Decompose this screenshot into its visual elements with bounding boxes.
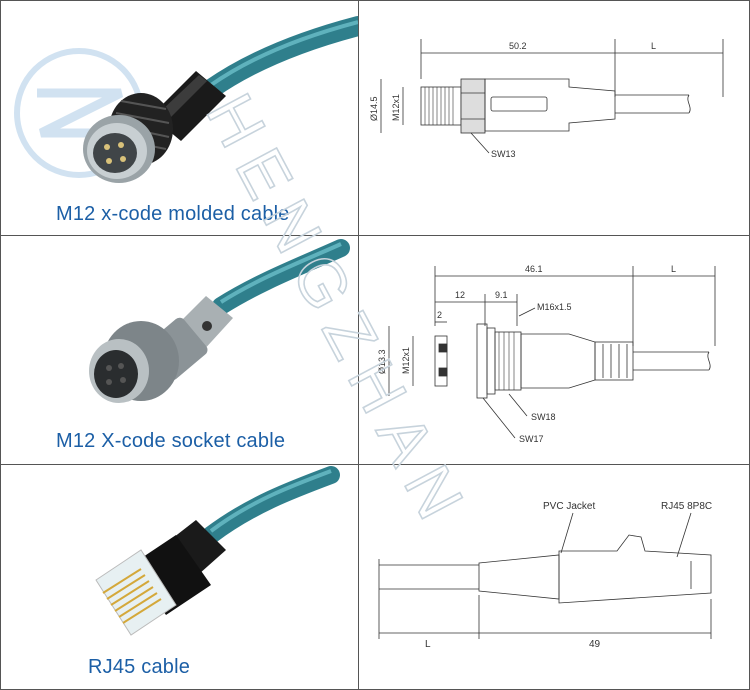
dim-b-label: 9.1 xyxy=(495,290,508,300)
m12-socket-photo xyxy=(89,239,350,403)
dim-a-label: 12 xyxy=(455,290,465,300)
rj45-drawing: PVC Jacket RJ45 8P8C L 49 xyxy=(378,501,712,650)
dim-cable-label: L xyxy=(425,639,431,650)
dim-cable-label: L xyxy=(651,41,656,51)
plug-label: RJ45 8P8C xyxy=(661,501,712,512)
dim-c-label: 2 xyxy=(437,310,442,320)
m12-socket-drawing: 46.1 L 12 9.1 2 M16x1.5 Ø13.3 M12x1 xyxy=(377,264,716,444)
row1-caption: M12 x-code molded cable xyxy=(56,203,290,225)
m12-molded-photo xyxy=(14,16,358,183)
thread-label: M12x1 xyxy=(391,94,401,121)
jacket-label: PVC Jacket xyxy=(543,501,595,512)
dim-cable-label: L xyxy=(671,264,676,274)
m12-molded-drawing: 50.2 L Ø14.5 M12x1 SW13 xyxy=(369,39,724,159)
thread-label: M12x1 xyxy=(401,347,411,374)
rj45-photo xyxy=(95,466,340,636)
wrench-a-label: SW18 xyxy=(531,412,556,422)
diameter-label: Ø13.3 xyxy=(377,349,387,374)
row3-caption: RJ45 cable xyxy=(88,656,191,678)
wrench-label: SW13 xyxy=(491,149,516,159)
diameter-label: Ø14.5 xyxy=(369,96,379,121)
thread-nut-label: M16x1.5 xyxy=(537,302,572,312)
row2-caption: M12 X-code socket cable xyxy=(56,430,286,452)
dim-total-label: 46.1 xyxy=(525,264,543,274)
dim-total-label: 50.2 xyxy=(509,41,527,51)
dim-plug-label: 49 xyxy=(589,639,601,650)
wrench-b-label: SW17 xyxy=(519,434,544,444)
